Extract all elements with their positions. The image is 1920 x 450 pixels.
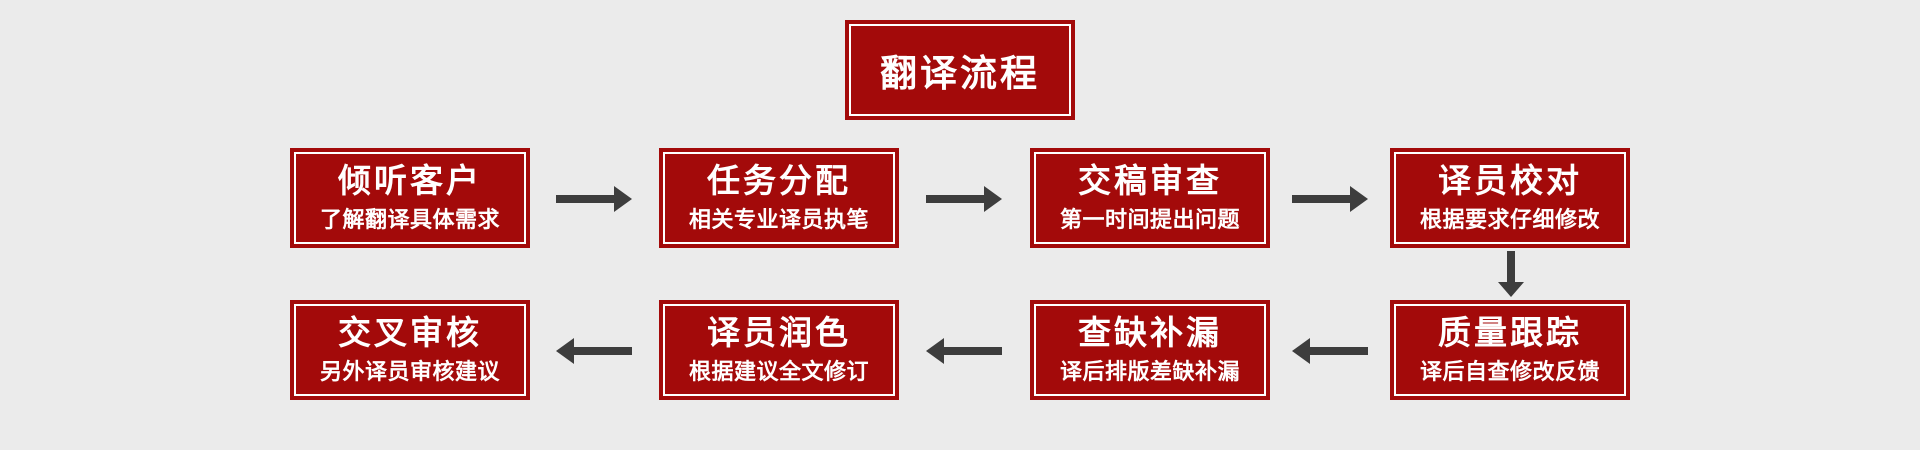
flow-step-subtitle: 第一时间提出问题: [1059, 207, 1240, 233]
arrow-head: [1350, 186, 1368, 212]
flow-step-subtitle: 根据要求仔细修改: [1419, 207, 1600, 233]
flow-step-subtitle: 相关专业译员执笔: [688, 207, 869, 233]
arrow-head: [984, 186, 1002, 212]
flow-step-quality-tracking: 质量跟踪 译后自查修改反馈: [1390, 300, 1630, 400]
arrow-shaft: [1310, 347, 1368, 355]
arrow-shaft: [1507, 251, 1515, 283]
flow-step-subtitle: 译后排版差缺补漏: [1059, 359, 1240, 385]
flowchart-title-box: 翻译流程: [845, 20, 1075, 120]
flow-step-title: 倾听客户: [338, 161, 482, 199]
flow-step-subtitle: 译后自查修改反馈: [1419, 359, 1600, 385]
flow-step-listen-customer: 倾听客户 了解翻译具体需求: [290, 148, 530, 248]
arrow-right-icon: [1292, 186, 1368, 212]
flow-step-title: 查缺补漏: [1078, 313, 1222, 351]
arrow-down-icon: [1498, 251, 1524, 297]
arrow-left-icon: [556, 338, 632, 364]
arrow-head: [1498, 282, 1524, 297]
flow-step-title: 译员润色: [707, 313, 851, 351]
arrow-left-icon: [1292, 338, 1368, 364]
arrow-shaft: [926, 195, 984, 203]
flow-step-subtitle: 根据建议全文修订: [688, 359, 869, 385]
flow-step-translator-polishing: 译员润色 根据建议全文修订: [659, 300, 899, 400]
arrow-shaft: [1292, 195, 1350, 203]
flow-step-draft-review: 交稿审查 第一时间提出问题: [1030, 148, 1270, 248]
arrow-shaft: [556, 195, 614, 203]
arrow-right-icon: [926, 186, 1002, 212]
arrow-head: [614, 186, 632, 212]
arrow-shaft: [574, 347, 632, 355]
flow-step-title: 译员校对: [1438, 161, 1582, 199]
arrow-left-icon: [926, 338, 1002, 364]
arrow-head: [1292, 338, 1310, 364]
flow-step-task-assignment: 任务分配 相关专业译员执笔: [659, 148, 899, 248]
arrow-shaft: [944, 347, 1002, 355]
flow-step-title: 质量跟踪: [1438, 313, 1582, 351]
flow-step-title: 交稿审查: [1078, 161, 1222, 199]
flow-step-subtitle: 另外译员审核建议: [319, 359, 500, 385]
arrow-right-icon: [556, 186, 632, 212]
flow-step-subtitle: 了解翻译具体需求: [319, 207, 500, 233]
arrow-head: [556, 338, 574, 364]
flow-step-title: 交叉审核: [338, 313, 482, 351]
flowchart-title: 翻译流程: [880, 53, 1040, 94]
flow-step-title: 任务分配: [707, 161, 851, 199]
arrow-head: [926, 338, 944, 364]
flow-step-cross-review: 交叉审核 另外译员审核建议: [290, 300, 530, 400]
flow-step-gap-filling: 查缺补漏 译后排版差缺补漏: [1030, 300, 1270, 400]
flow-step-translator-proofreading: 译员校对 根据要求仔细修改: [1390, 148, 1630, 248]
